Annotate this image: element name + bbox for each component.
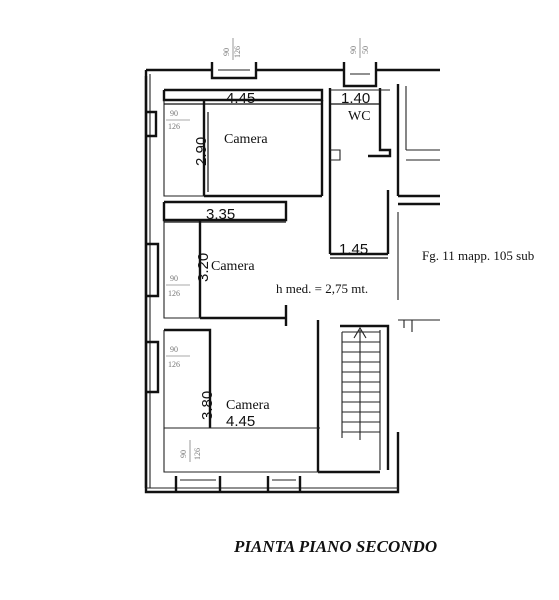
staircase [341, 326, 380, 440]
room1-name: Camera [224, 132, 268, 147]
window-mark-side-1-b: 126 [168, 122, 180, 131]
wc-name: WC [348, 109, 371, 124]
window-mark-side-2-a: 90 [170, 274, 178, 283]
window-mark-side-3-a: 90 [170, 345, 178, 354]
room3-depth-label: 3.80 [199, 391, 216, 420]
room2-width-label: 3.35 [206, 206, 235, 223]
window-mark-bottom-a: 90 [179, 450, 188, 458]
room2-depth-label: 3.20 [195, 253, 212, 282]
window-mark-side-1-a: 90 [170, 109, 178, 118]
window-mark-top-left-a: 90 [222, 48, 231, 56]
window-mark-bottom-b: 126 [193, 448, 202, 460]
window-mark-top-right-a: 90 [349, 46, 358, 54]
outer-walls [144, 68, 440, 494]
room3-name: Camera [226, 398, 270, 413]
room3-width-label: 4.45 [226, 413, 255, 430]
plan-title: PIANTA PIANO SECONDO [233, 537, 437, 556]
room2-name: Camera [211, 259, 255, 274]
openings [146, 62, 378, 492]
window-mark-top-left-b: 126 [233, 46, 242, 58]
window-mark-top-right-b: 50 [361, 46, 370, 54]
room1-depth-label: 2.90 [193, 137, 210, 166]
window-mark-side-3-b: 126 [168, 360, 180, 369]
dimension-lines [164, 103, 388, 426]
window-mark-side-2-b: 126 [168, 289, 180, 298]
cadastral-reference: Fg. 11 mapp. 105 sub [422, 248, 534, 263]
wc-width-label: 1.40 [341, 90, 370, 107]
room1-width-label: 4.45 [226, 90, 255, 107]
window-marks: 90 126 90 50 90 126 90 126 90 126 90 126 [166, 38, 370, 462]
corridor-width-label: 1.45 [339, 241, 368, 258]
ceiling-height-note: h med. = 2,75 mt. [276, 281, 368, 296]
